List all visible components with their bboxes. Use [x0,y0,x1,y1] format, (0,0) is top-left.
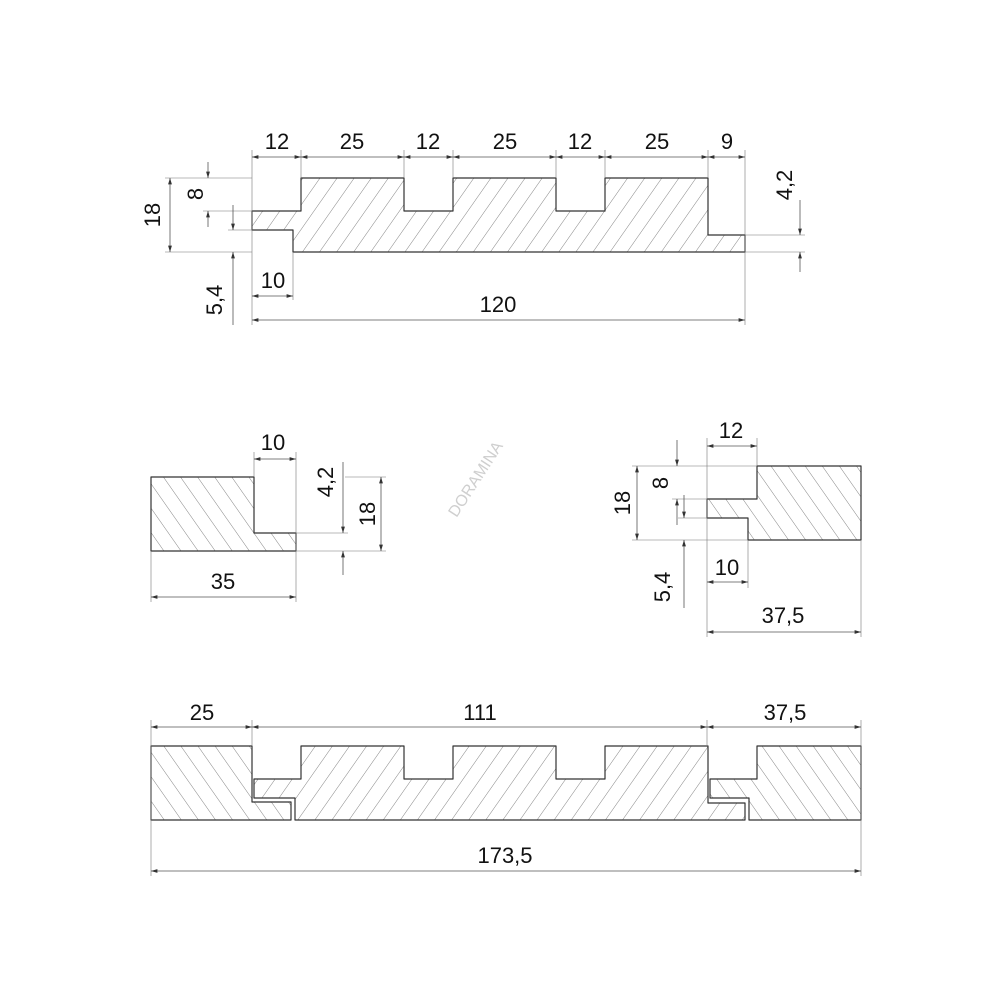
dim-middle-width: 111 [463,700,496,725]
dim-height: 18 [140,203,165,227]
dim-height: 18 [610,491,635,515]
dim-width-5: 12 [568,129,592,154]
dim-width: 37,5 [762,603,805,628]
dim-groove-width: 12 [719,418,743,443]
dim-right-width: 37,5 [764,700,807,725]
dim-width: 35 [211,569,235,594]
end-right-outline [706,465,862,541]
dim-tongue-width: 10 [261,268,285,293]
dim-width-1: 12 [265,129,289,154]
end-left-outline [150,476,297,552]
assembly: 25 111 37,5 173,5 [150,700,862,876]
dim-width-3: 12 [416,129,440,154]
dim-groove-depth: 8 [183,188,208,200]
dim-height: 18 [355,502,380,526]
dim-width-2: 25 [340,129,364,154]
dim-lip-height: 4,2 [772,170,797,201]
dim-width-6: 25 [645,129,669,154]
dim-notch-width: 10 [261,430,285,455]
assembly-center-piece [253,745,746,821]
end-piece-right: 12 18 8 5,4 10 37,5 [610,418,862,637]
dim-width-7: 9 [721,129,733,154]
dim-groove-depth: 8 [648,477,673,489]
dim-tongue-offset: 5,4 [650,572,675,603]
dim-left-width: 25 [190,700,214,725]
dim-tongue-offset: 5,4 [202,285,227,316]
dim-total-width: 173,5 [477,843,532,868]
top-profile-outline [251,177,746,253]
watermark: DORAMINA [446,438,507,520]
dim-tongue-width: 10 [715,555,739,580]
dim-total-width: 120 [480,292,517,317]
top-profile: 12 25 12 25 12 25 9 18 8 5,4 10 120 4,2 [140,129,805,325]
end-piece-left: 10 35 4,2 18 [150,430,386,602]
dim-lip-height: 4,2 [313,467,338,498]
dim-width-4: 25 [493,129,517,154]
